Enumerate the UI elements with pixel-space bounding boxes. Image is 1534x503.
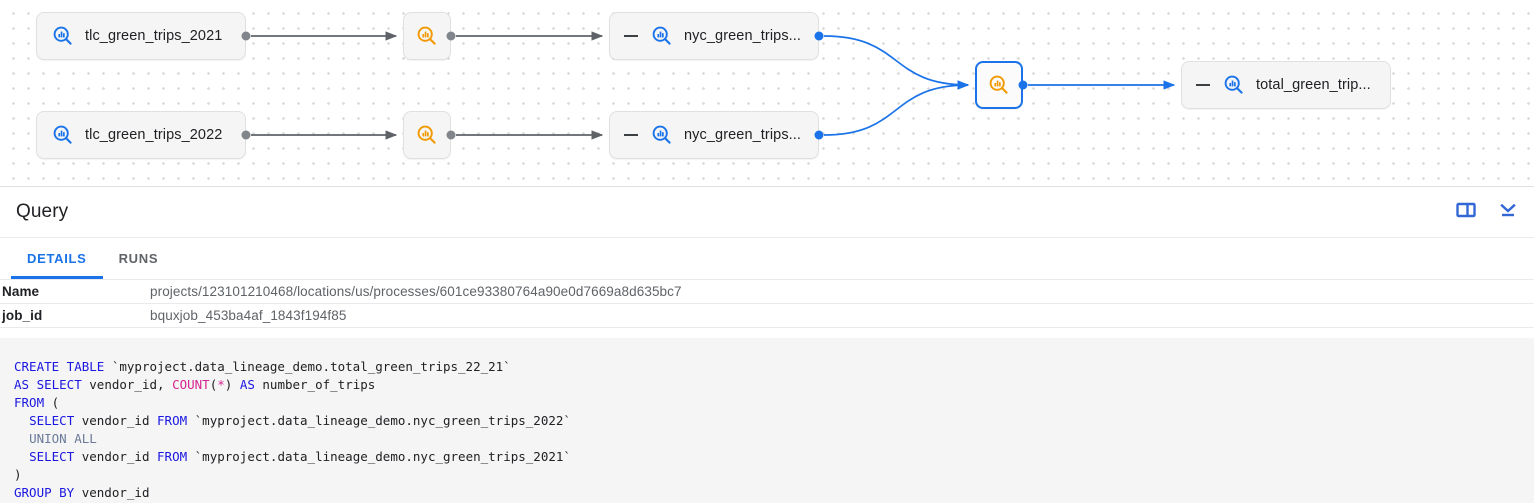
node-output-port[interactable]	[814, 31, 824, 41]
process-search-icon-orange	[415, 123, 439, 147]
collapse-icon[interactable]	[1498, 200, 1518, 225]
query-panel-tabs: DETAILS RUNS	[0, 238, 1534, 280]
sql-line: UNION ALL	[14, 430, 1534, 448]
node-output-port[interactable]	[814, 130, 824, 140]
sql-line: AS SELECT vendor_id, COUNT(*) AS number_…	[14, 376, 1534, 394]
node-output-port[interactable]	[446, 31, 456, 41]
query-panel-header: Query	[0, 187, 1534, 238]
lineage-graph-canvas[interactable]: tlc_green_trips_2021 nyc_green_trips... …	[0, 0, 1534, 186]
lineage-node-label: nyc_green_trips...	[684, 127, 802, 143]
sql-token: vendor_id	[81, 485, 150, 500]
sql-line: SELECT vendor_id FROM `myproject.data_li…	[14, 448, 1534, 466]
sql-token: `myproject.data_lineage_demo.nyc_green_t…	[194, 449, 571, 464]
detail-value: bquxjob_453ba4af_1843f194f85	[150, 308, 347, 323]
lineage-node-tlc2021[interactable]: tlc_green_trips_2021	[36, 12, 246, 60]
sql-token: `myproject.data_lineage_demo.total_green…	[111, 359, 511, 374]
sql-token: FROM	[157, 449, 195, 464]
sql-token: AS SELECT	[14, 377, 90, 392]
lineage-edge-nyc2021-to-joinproc	[823, 35, 970, 90]
sql-token: )	[14, 467, 22, 482]
sql-token: CREATE TABLE	[14, 359, 112, 374]
query-panel: Query DETAILS RUNS Name	[0, 187, 1534, 503]
sql-token: UNION ALL	[29, 431, 97, 446]
lineage-node-label: nyc_green_trips...	[684, 28, 802, 44]
sql-token: (	[51, 395, 60, 410]
panel-divider	[0, 186, 1534, 187]
sql-token: number_of_trips	[262, 377, 376, 392]
detail-key: job_id	[2, 308, 43, 323]
detail-key: Name	[2, 284, 40, 299]
sql-line: FROM (	[14, 394, 1534, 412]
sql-code-block[interactable]: CREATE TABLE `myproject.data_lineage_dem…	[0, 338, 1534, 503]
sql-token: *	[217, 377, 225, 392]
collapse-dash-icon[interactable]	[624, 134, 638, 136]
table-search-icon-blue	[650, 24, 674, 48]
sql-line: SELECT vendor_id FROM `myproject.data_li…	[14, 412, 1534, 430]
table-search-icon-blue	[650, 123, 674, 147]
node-output-port[interactable]	[446, 130, 456, 140]
sql-token	[14, 449, 29, 464]
detail-value: projects/123101210468/locations/us/proce…	[150, 284, 682, 299]
node-output-port[interactable]	[1018, 80, 1028, 90]
table-row: Name projects/123101210468/locations/us/…	[0, 280, 1534, 304]
collapse-dash-icon[interactable]	[1196, 84, 1210, 86]
split-panel-icon[interactable]	[1456, 200, 1476, 225]
sql-token	[14, 431, 29, 446]
sql-line: )	[14, 466, 1534, 484]
lineage-node-totaltrips[interactable]: total_green_trip...	[1181, 61, 1391, 109]
table-search-icon-blue	[51, 24, 75, 48]
sql-token: SELECT	[29, 449, 82, 464]
table-search-icon-blue	[51, 123, 75, 147]
collapse-dash-icon[interactable]	[624, 35, 638, 37]
query-panel-header-actions	[1456, 200, 1518, 225]
lineage-node-nyc2022[interactable]: nyc_green_trips...	[609, 111, 819, 159]
sql-token: )	[224, 377, 240, 392]
tab-runs-label: RUNS	[118, 250, 159, 266]
sql-line: CREATE TABLE `myproject.data_lineage_dem…	[14, 358, 1534, 376]
sql-token: COUNT	[172, 377, 210, 392]
sql-token: FROM	[157, 413, 195, 428]
lineage-node-proc2022[interactable]	[403, 111, 451, 159]
lineage-edge-layer	[251, 31, 1176, 140]
sql-token: AS	[239, 377, 263, 392]
table-search-icon-blue	[1222, 73, 1246, 97]
process-search-icon-orange	[987, 73, 1011, 97]
lineage-edge-nyc2022-to-joinproc	[823, 80, 970, 136]
details-table: Name projects/123101210468/locations/us/…	[0, 280, 1534, 328]
sql-line: GROUP BY vendor_id	[14, 484, 1534, 502]
node-output-port[interactable]	[241, 31, 251, 41]
sql-token: vendor_id	[81, 449, 158, 464]
lineage-node-tlc2022[interactable]: tlc_green_trips_2022	[36, 111, 246, 159]
sql-token: GROUP BY	[14, 485, 82, 500]
process-search-icon-orange	[415, 24, 439, 48]
lineage-node-proc2021[interactable]	[403, 12, 451, 60]
sql-token	[14, 413, 29, 428]
sql-token: (	[209, 377, 218, 392]
lineage-node-label: tlc_green_trips_2021	[85, 28, 223, 44]
sql-token: vendor_id	[81, 413, 158, 428]
lineage-node-label: total_green_trip...	[1256, 77, 1371, 93]
sql-token: `myproject.data_lineage_demo.nyc_green_t…	[194, 413, 571, 428]
lineage-node-label: tlc_green_trips_2022	[85, 127, 223, 143]
page-title: Query	[16, 201, 69, 222]
sql-token: FROM	[14, 395, 52, 410]
tab-details-label: DETAILS	[27, 250, 87, 266]
table-row: job_id bquxjob_453ba4af_1843f194f85	[0, 304, 1534, 328]
node-output-port[interactable]	[241, 130, 251, 140]
sql-token: vendor_id,	[89, 377, 173, 392]
sql-token: SELECT	[29, 413, 82, 428]
lineage-node-joinproc[interactable]	[975, 61, 1023, 109]
tab-details[interactable]: DETAILS	[11, 237, 103, 279]
lineage-node-nyc2021[interactable]: nyc_green_trips...	[609, 12, 819, 60]
tab-runs[interactable]: RUNS	[103, 237, 175, 279]
